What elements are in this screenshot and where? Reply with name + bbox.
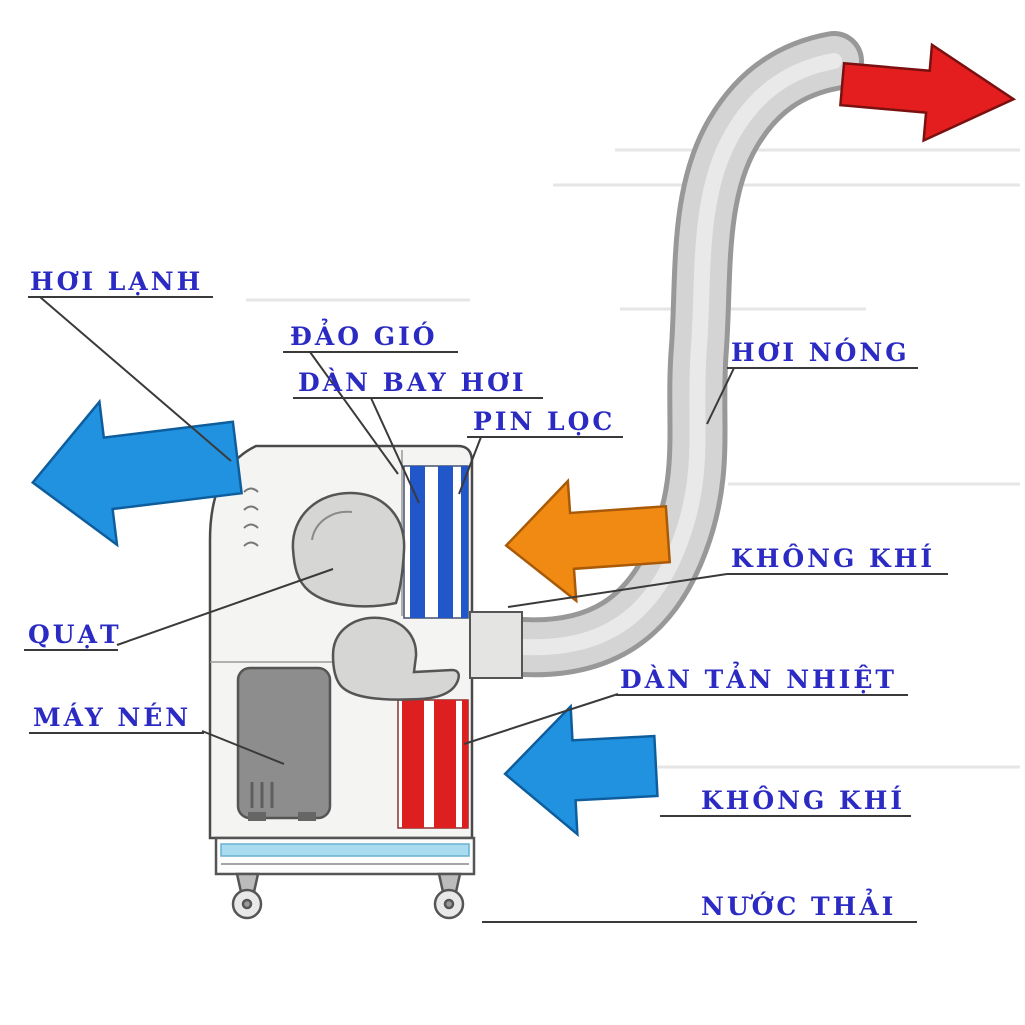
- label-air-intake-top: KHÔNG KHÍ: [731, 544, 935, 573]
- exhaust-hose: [478, 31, 864, 678]
- condenser-coil: [397, 699, 469, 829]
- label-waste-water: NƯỚC THẢI: [701, 889, 896, 921]
- compressor: [236, 666, 332, 821]
- intake-top-arrow-icon: [504, 478, 672, 604]
- caster-right: [433, 872, 465, 920]
- fan-scroll-top: [291, 491, 406, 608]
- label-filter: PIN LỌC: [473, 407, 615, 436]
- label-evaporator: DÀN BAY HƠI: [298, 368, 527, 397]
- hot-air-arrow-icon: [839, 42, 1017, 143]
- evaporator-coil: [403, 465, 469, 619]
- fan-scroll-top-detail: [311, 510, 353, 541]
- label-air-intake-bottom: KHÔNG KHÍ: [701, 786, 905, 815]
- caster-left: [231, 872, 263, 920]
- unit-base: [214, 836, 476, 876]
- intake-bottom-arrow-icon: [503, 703, 659, 838]
- vent-marks: [243, 487, 259, 547]
- label-condenser: DÀN TẢN NHIỆT: [620, 662, 897, 694]
- label-compressor: MÁY NÉN: [33, 703, 191, 732]
- label-swing-louver: ĐẢO GIÓ: [290, 319, 438, 351]
- cold-air-arrow-icon: [30, 398, 244, 548]
- label-cold-air: HƠI LẠNH: [30, 267, 203, 296]
- leader-lines: [24, 296, 948, 923]
- background-guide-lines: [246, 148, 1020, 769]
- duct-connector: [469, 611, 523, 679]
- fan-scroll-bottom: [331, 616, 460, 701]
- label-fan: QUẠT: [28, 620, 122, 649]
- label-hot-air: HƠI NÓNG: [731, 338, 910, 367]
